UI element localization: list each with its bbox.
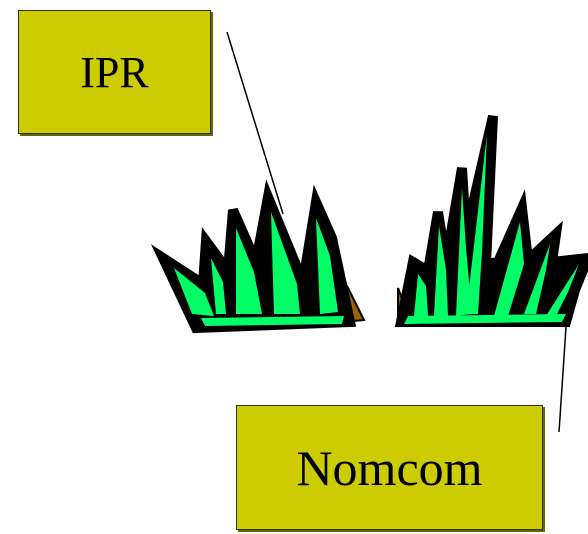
- left-grass-clump-icon: [150, 179, 366, 334]
- ipr-label-text: IPR: [80, 47, 149, 97]
- nomcom-label-box: Nomcom: [236, 405, 543, 530]
- nomcom-label-text: Nomcom: [296, 439, 483, 496]
- ipr-connector-line: [226, 31, 284, 215]
- ipr-label-box: IPR: [18, 10, 211, 134]
- right-grass-clump-icon: [394, 114, 588, 327]
